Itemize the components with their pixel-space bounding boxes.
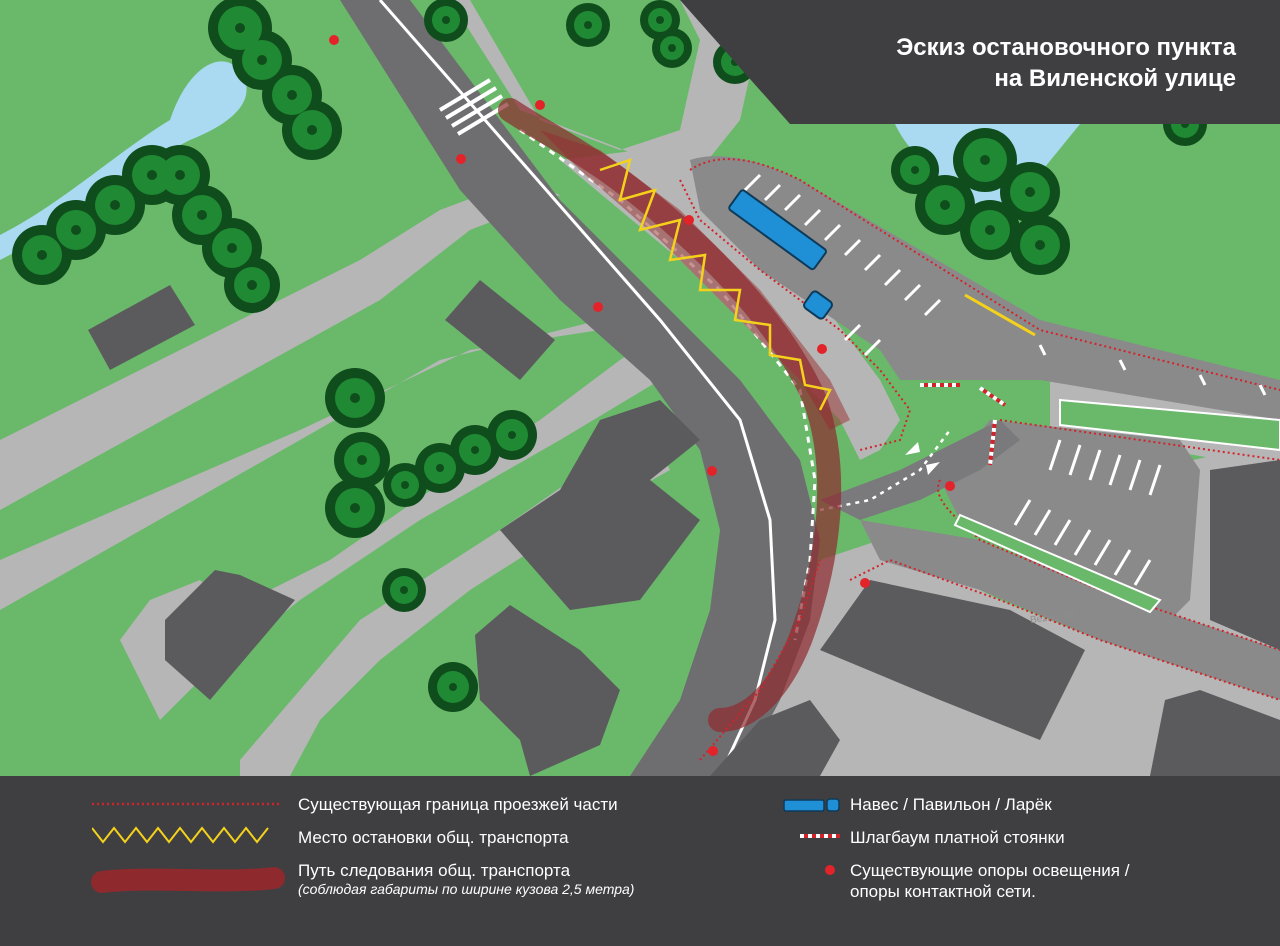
direction-arrows	[905, 442, 940, 475]
legend-label-bus-path-text: Путь следования общ. транспорта	[298, 861, 571, 880]
legend-label-bus-path-note: (соблюдая габариты по ширине кузова 2,5 …	[298, 881, 635, 897]
legend-label-bus-path: Путь следования общ. транспорта (соблюда…	[298, 860, 634, 898]
bus-path-icon	[91, 867, 285, 893]
bus-stop-zigzag-icon	[92, 826, 269, 844]
legend-label-light-pole-line2: опоры контактной сети.	[850, 882, 1036, 901]
yellow-curb-line	[964, 293, 1036, 337]
parking-barrier-icon	[800, 834, 840, 838]
legend-label-curb-boundary: Существующая граница проезжей части	[298, 795, 618, 814]
curb-boundaries	[679, 158, 1280, 761]
trees	[12, 0, 1207, 712]
bus-path	[498, 98, 842, 732]
center-line	[378, 0, 777, 776]
map-title: Эскиз остановочного пункта на Виленской …	[896, 32, 1236, 94]
bus-stop-zigzag	[599, 158, 832, 411]
curb-boundary-icon	[92, 802, 282, 806]
title-panel: Эскиз остановочного пункта на Виленской …	[680, 0, 1280, 124]
map-legend: Существующая граница проезжей части Мест…	[0, 776, 1280, 946]
legend-label-pavilion: Навес / Павильон / Ларёк	[850, 795, 1052, 814]
legend-label-bus-stop: Место остановки общ. транспорта	[298, 828, 569, 847]
legend-label-light-pole: Существующие опоры освещения / опоры кон…	[850, 860, 1129, 902]
legend-label-parking-barrier: Шлагбаум платной стоянки	[850, 828, 1065, 847]
legend-label-light-pole-line1: Существующие опоры освещения /	[850, 861, 1130, 880]
grass-island	[953, 513, 1162, 614]
title-line-1: Эскиз остановочного пункта	[896, 34, 1236, 61]
pavilion-icon	[783, 798, 840, 812]
pavilion	[728, 189, 833, 320]
buildings	[88, 280, 1280, 776]
parking-stalls	[743, 173, 1267, 586]
title-line-2: на Виленской улице	[994, 65, 1236, 92]
grass-island	[1059, 398, 1280, 452]
light-pole-icon	[825, 865, 835, 875]
site-map: Эскиз остановочного пункта на Виленской …	[0, 0, 1280, 776]
